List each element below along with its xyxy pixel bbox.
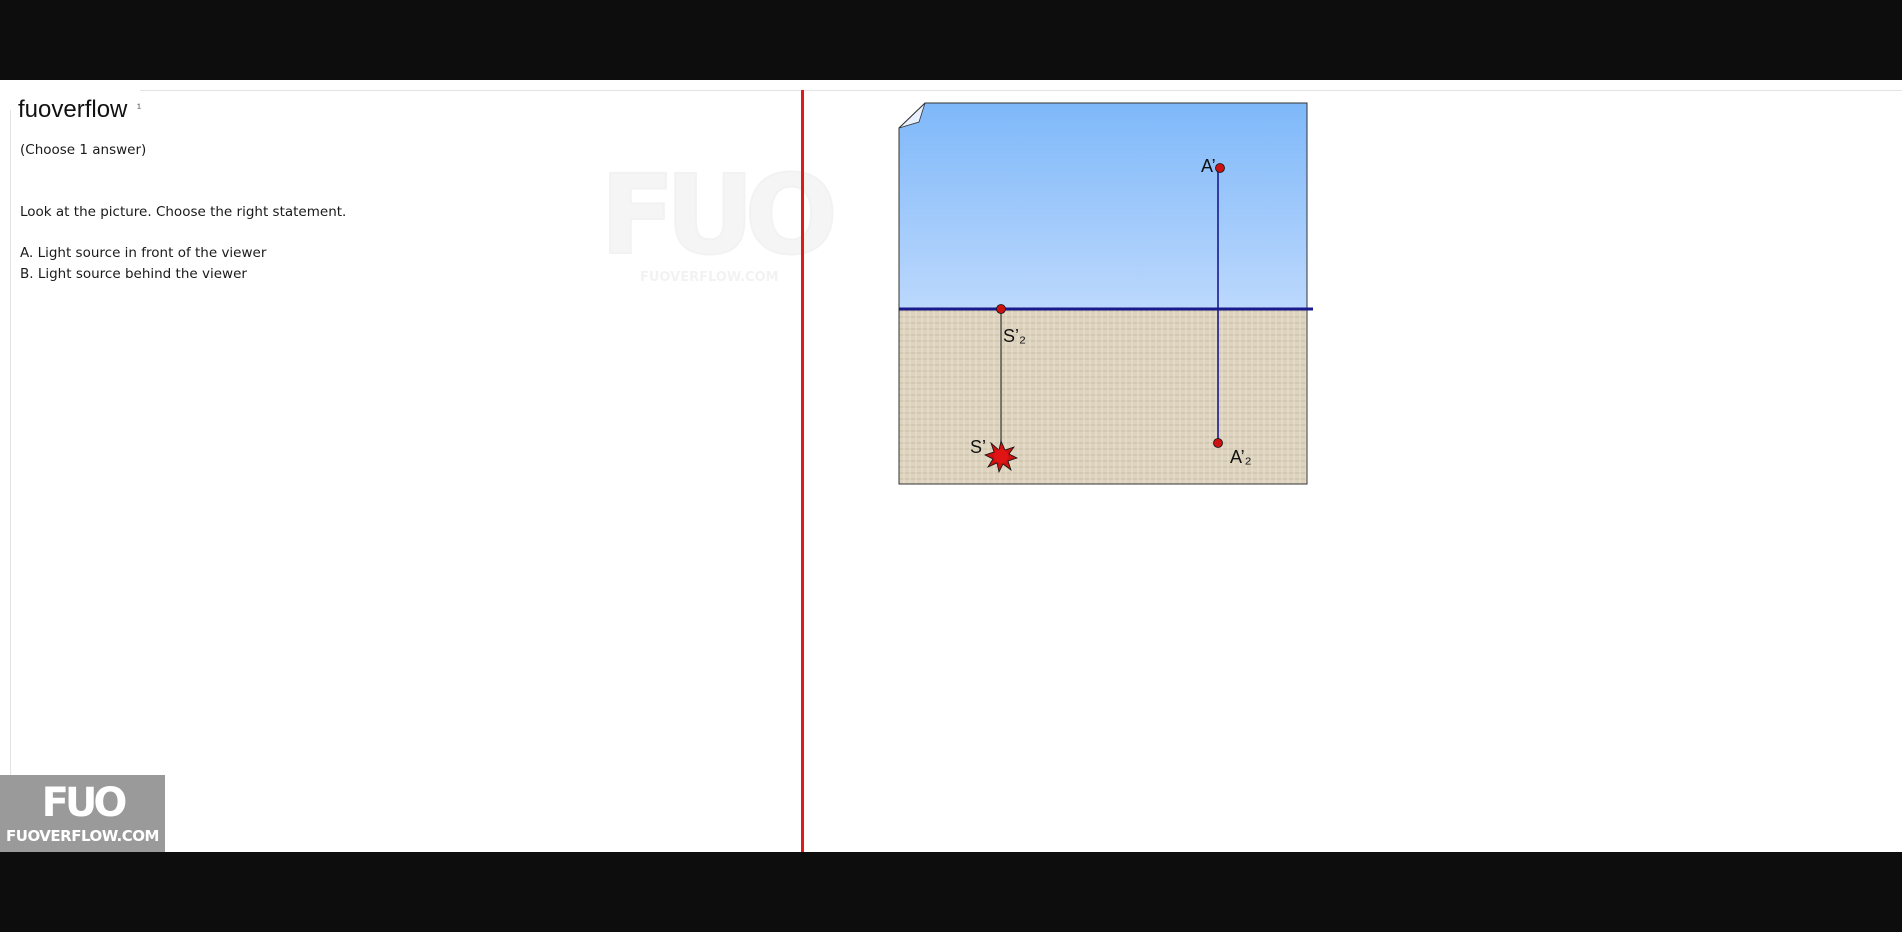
page: fuoverflow ¹ (Choose 1 answer) Look at t… xyxy=(0,80,1902,852)
ground-panel xyxy=(899,309,1307,484)
option-b[interactable]: B. Light source behind the viewer xyxy=(20,266,247,282)
label-a-prime: A’ xyxy=(1201,156,1216,176)
top-black-bar xyxy=(0,0,1902,80)
point-a2-prime xyxy=(1213,438,1223,448)
label-a2-prime: A’₂ xyxy=(1230,447,1252,467)
left-rule xyxy=(10,110,11,852)
sky-panel xyxy=(899,103,1307,309)
watermark-site: FUOVERFLOW.COM xyxy=(640,270,779,285)
logo-site: FUOVERFLOW.COM xyxy=(6,827,159,845)
vertical-divider xyxy=(801,90,804,852)
brand-title: fuoverflow xyxy=(18,96,128,123)
sun-icon xyxy=(983,439,1019,474)
question-text: Look at the picture. Choose the right st… xyxy=(20,204,347,220)
question-hint: (Choose 1 answer) xyxy=(20,142,147,158)
watermark: FUO FUOVERFLOW.COM xyxy=(599,151,839,300)
watermark-logo: FUO xyxy=(599,151,839,279)
label-s-prime: S’ xyxy=(970,437,986,457)
label-s2-prime: S’₂ xyxy=(1003,326,1026,346)
bottom-black-bar xyxy=(0,852,1902,932)
point-s2-prime xyxy=(996,304,1006,314)
frame-outline xyxy=(898,102,1308,485)
option-a[interactable]: A. Light source in front of the viewer xyxy=(20,245,267,261)
point-a-prime xyxy=(1215,163,1225,173)
perspective-figure: A’ S’₂ A’₂ S’ xyxy=(898,102,1313,485)
top-rule xyxy=(140,90,1902,91)
brand-tail-mark: ¹ xyxy=(137,101,141,115)
logo-mark: FUO xyxy=(41,780,128,826)
fuoverflow-logo: FUO FUOVERFLOW.COM xyxy=(0,775,165,852)
